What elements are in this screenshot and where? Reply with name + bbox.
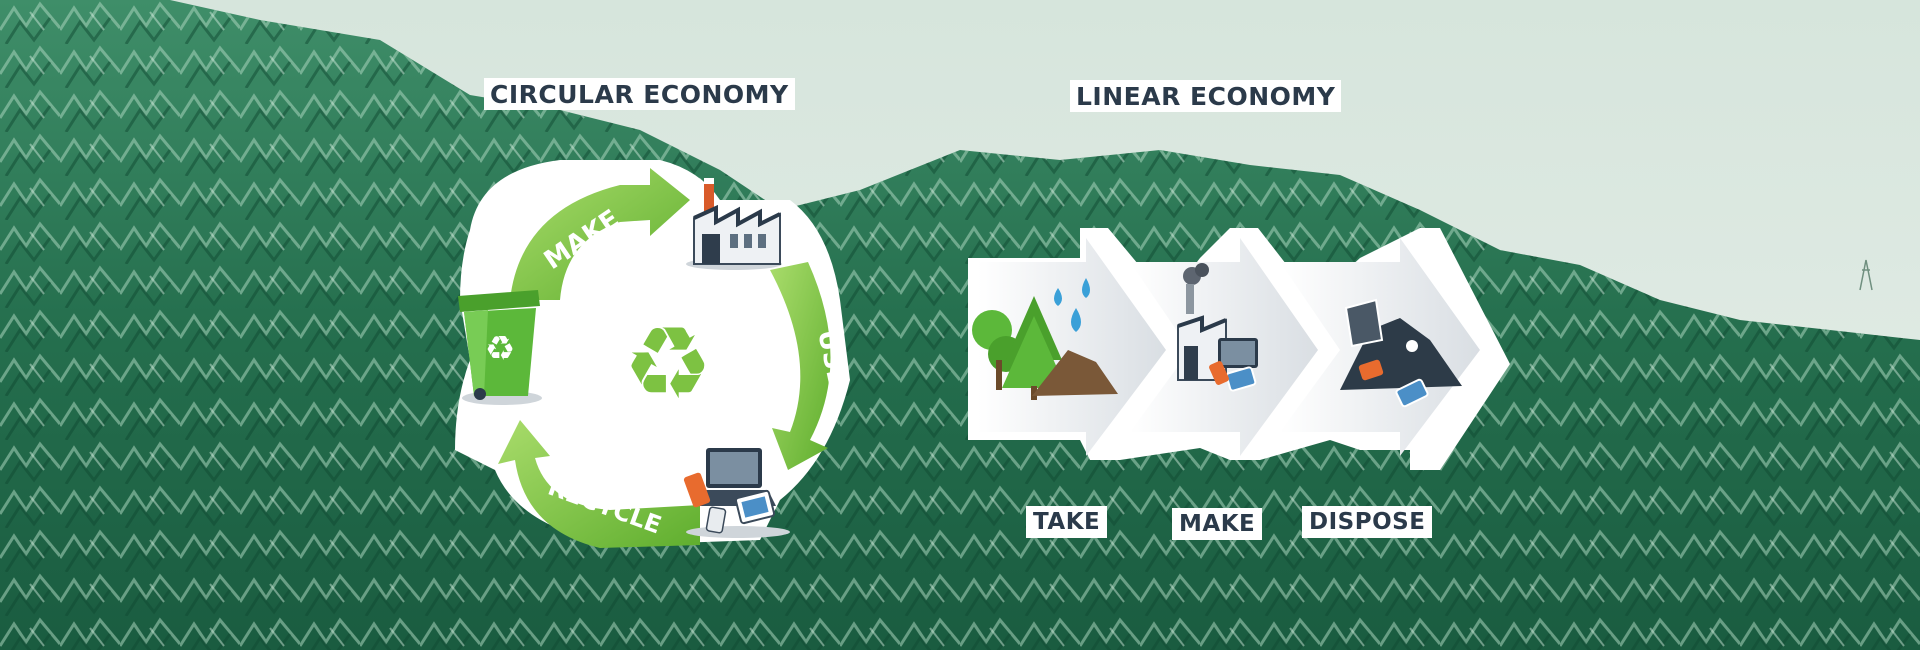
- recycle-symbol-icon: ♻: [623, 305, 713, 422]
- water-drops-icon: [1054, 278, 1090, 332]
- step-dispose-label: DISPOSE: [1302, 506, 1433, 538]
- step-make-label: MAKE: [1172, 508, 1263, 540]
- devices-icon: [683, 448, 790, 538]
- factory-icon: [686, 178, 782, 270]
- recycle-arrow: [498, 420, 700, 548]
- circular-diagram: ♻ ♻ MAKE USE RECYCLE: [455, 160, 852, 548]
- linear-diagram: [968, 228, 1510, 470]
- make-arrow: [510, 168, 690, 300]
- trees-icon: [972, 296, 1066, 400]
- linear-economy-title: LINEAR ECONOMY: [1070, 80, 1342, 112]
- svg-text:♻: ♻: [623, 305, 713, 422]
- take-chevron: [978, 238, 1166, 456]
- soil-pile-icon: [1032, 350, 1118, 396]
- circular-economy-title: CIRCULAR ECONOMY: [484, 78, 795, 110]
- use-arrow: [770, 262, 831, 470]
- step-take-label: TAKE: [1026, 506, 1108, 538]
- svg-text:♻: ♻: [485, 329, 515, 369]
- waste-pile-icon: [1340, 298, 1462, 408]
- trash-bin-icon: ♻: [458, 290, 542, 405]
